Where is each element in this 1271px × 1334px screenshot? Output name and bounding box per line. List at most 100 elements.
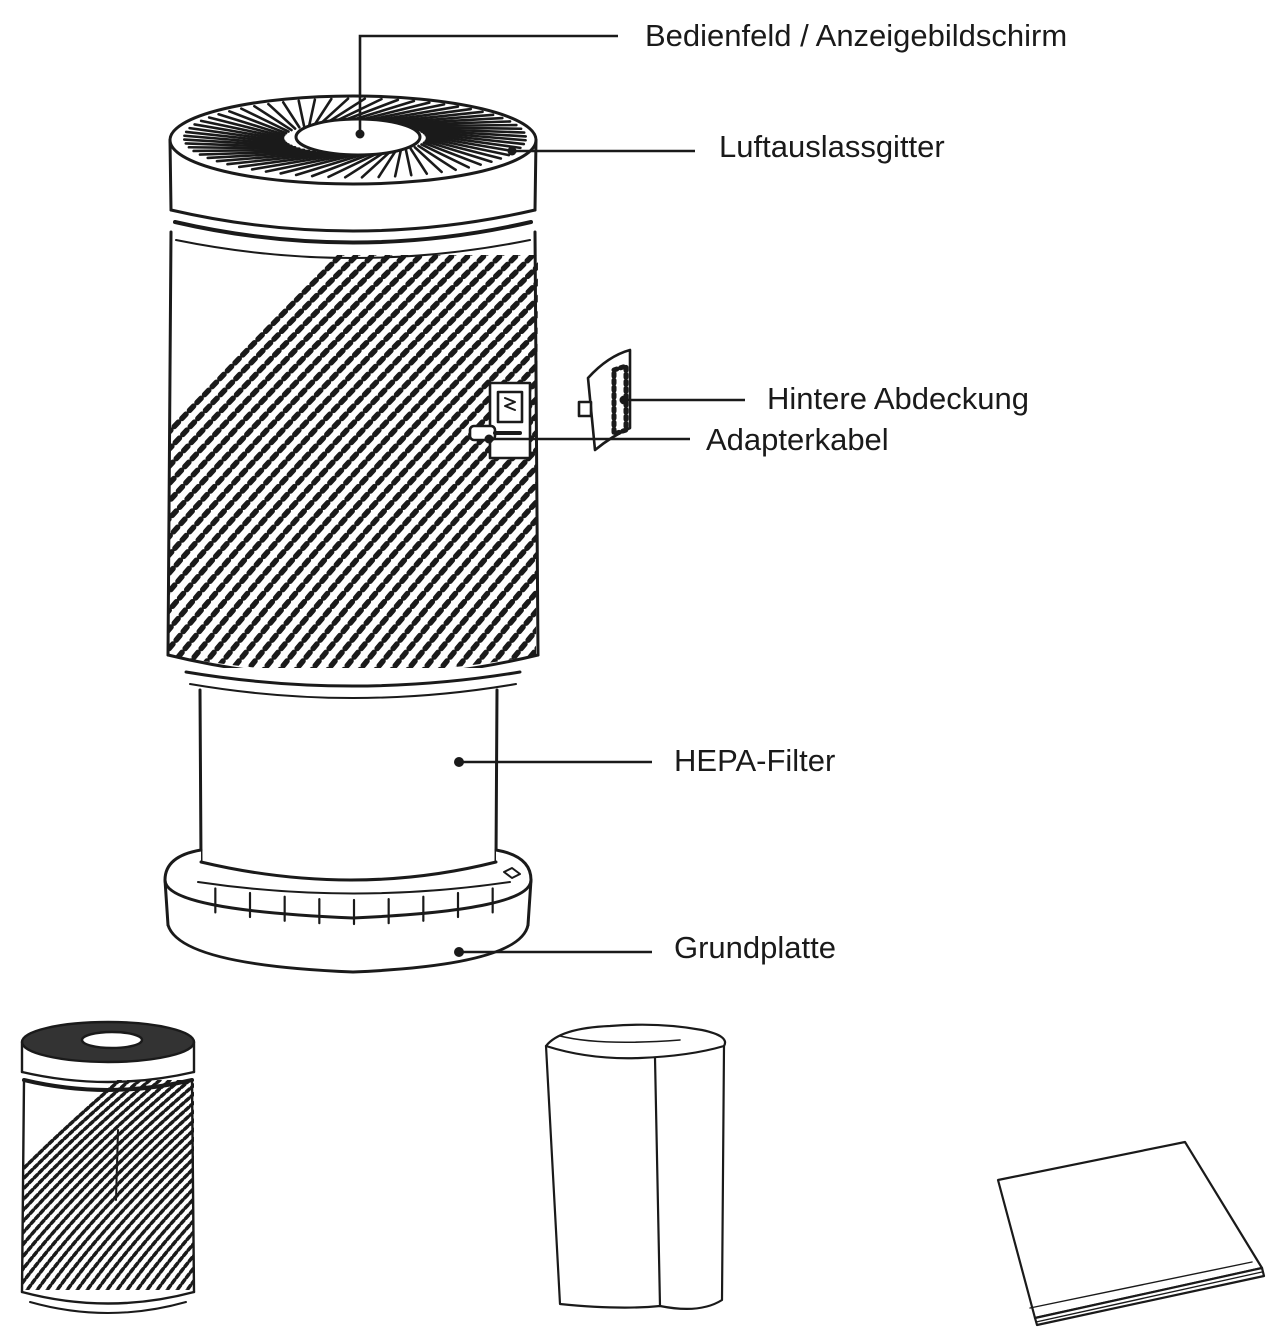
label-hepa-filter: HEPA-Filter bbox=[674, 743, 835, 778]
small-intake-slot-row bbox=[22, 1080, 194, 1290]
small-intake-slot-row bbox=[22, 1080, 194, 1290]
intake-slot-row bbox=[221, 255, 538, 673]
intake-slot-row bbox=[168, 255, 525, 673]
grille-slot bbox=[420, 130, 527, 142]
label-adapter-cable: Adapterkabel bbox=[706, 422, 889, 457]
intake-slot-row bbox=[624, 250, 1034, 700]
grille-slot bbox=[294, 153, 364, 177]
grille-slot bbox=[409, 147, 429, 176]
callout-hepa-filter bbox=[454, 757, 652, 767]
grille-slot bbox=[424, 139, 493, 164]
label-base-plate: Grundplatte bbox=[674, 930, 836, 965]
filter-cartridge bbox=[184, 668, 522, 868]
grille-slot bbox=[250, 153, 343, 171]
grille-slot bbox=[217, 112, 286, 137]
small-intake-slot-row bbox=[200, 1080, 410, 1300]
small-intake-slot-row bbox=[88, 1080, 194, 1290]
small-intake-slot-row bbox=[22, 1080, 152, 1290]
grille-slot bbox=[422, 131, 526, 146]
grille-slot bbox=[417, 144, 457, 172]
intake-slot-row bbox=[429, 255, 538, 673]
outlet-grille-slots bbox=[182, 97, 528, 179]
intake-slot-row bbox=[445, 255, 538, 673]
grille-slot bbox=[360, 151, 391, 179]
label-control-panel: Bedienfeld / Anzeigebildschirm bbox=[645, 18, 1067, 53]
small-intake-slot-row bbox=[28, 1080, 194, 1290]
small-intake-slot-row bbox=[168, 1080, 194, 1290]
intake-slot-row bbox=[168, 255, 445, 673]
intake-slot-row bbox=[168, 255, 509, 673]
grille-slot bbox=[319, 97, 350, 125]
small-intake-slot-row bbox=[78, 1080, 194, 1290]
grille-slot bbox=[422, 141, 482, 166]
grille-slot bbox=[393, 116, 504, 126]
grille-slot bbox=[424, 133, 522, 150]
grille-slot bbox=[327, 152, 378, 179]
intake-slot-row bbox=[168, 255, 538, 673]
grille-slot bbox=[404, 148, 413, 177]
small-intake-slot-row bbox=[22, 1080, 172, 1290]
intake-slots bbox=[168, 250, 1098, 700]
intake-slot-row bbox=[592, 250, 1002, 700]
label-rear-cover: Hintere Abdeckung bbox=[767, 381, 1029, 416]
small-intake-slot-row bbox=[108, 1080, 194, 1290]
grille-slot bbox=[377, 150, 397, 179]
grille-slot bbox=[417, 128, 528, 138]
intake-slot-row bbox=[168, 255, 413, 673]
intake-slot-row bbox=[253, 255, 538, 673]
intake-slot-row bbox=[168, 255, 477, 673]
grille-slot bbox=[192, 148, 306, 153]
grille-slot bbox=[199, 119, 285, 140]
intake-slot-row bbox=[173, 255, 538, 673]
small-intake-slot-row bbox=[158, 1080, 194, 1290]
small-intake-slot-row bbox=[210, 1080, 420, 1300]
grille-slot bbox=[367, 105, 460, 123]
intake-slot-row bbox=[168, 255, 397, 673]
grille-slot bbox=[228, 110, 288, 135]
grille-slot bbox=[297, 99, 306, 128]
callouts: Bedienfeld / Anzeigebildschirm Luftausla… bbox=[355, 18, 1067, 965]
intake-slot-row bbox=[477, 255, 538, 673]
small-intake-slot-row bbox=[22, 1080, 142, 1290]
grille-slot bbox=[409, 126, 523, 131]
grille-slot bbox=[226, 152, 329, 166]
small-intake-slot-row bbox=[220, 1080, 430, 1300]
grille-slot bbox=[387, 113, 495, 125]
intake-slot-row bbox=[525, 255, 538, 673]
purifier-exploded-view bbox=[163, 94, 1098, 974]
grille-slot bbox=[308, 98, 317, 127]
small-intake-slot-row bbox=[68, 1080, 194, 1290]
intake-slot-row bbox=[688, 250, 1098, 700]
intake-slot-row bbox=[168, 255, 381, 673]
intake-slot-row bbox=[544, 250, 954, 700]
intake-slot-row bbox=[205, 255, 538, 673]
small-intake-slot-row bbox=[48, 1080, 194, 1290]
small-intake-slot-row bbox=[22, 1080, 194, 1290]
callout-base-plate bbox=[454, 947, 652, 957]
grille-slot bbox=[425, 136, 511, 157]
grille-slot bbox=[198, 149, 311, 156]
grille-slot bbox=[207, 116, 285, 138]
grille-slot bbox=[374, 107, 473, 124]
grille-slot bbox=[267, 102, 297, 130]
small-intake-slot-row bbox=[178, 1080, 194, 1290]
grille-slot bbox=[184, 130, 288, 145]
grille-slot bbox=[206, 150, 317, 160]
intake-slot-row bbox=[168, 255, 538, 673]
grille-slot bbox=[425, 138, 503, 160]
label-outlet-grille: Luftauslassgitter bbox=[719, 129, 945, 164]
intake-slot-row bbox=[365, 255, 538, 673]
filter-cartridge-icon bbox=[544, 1023, 727, 1310]
grille-slot bbox=[264, 153, 350, 173]
grille-slot bbox=[413, 127, 526, 134]
intake-slot-row bbox=[269, 255, 538, 673]
small-intake-slot-row bbox=[98, 1080, 194, 1290]
callout-adapter-cable bbox=[484, 434, 690, 444]
small-intake-slot-row bbox=[148, 1080, 194, 1290]
small-intake-slot-row bbox=[58, 1080, 194, 1290]
grille-slot bbox=[253, 104, 293, 132]
grille-slot bbox=[399, 120, 512, 127]
manual-booklet-icon bbox=[996, 1140, 1266, 1327]
rear-port bbox=[468, 381, 532, 460]
intake-slot-row bbox=[168, 255, 461, 673]
